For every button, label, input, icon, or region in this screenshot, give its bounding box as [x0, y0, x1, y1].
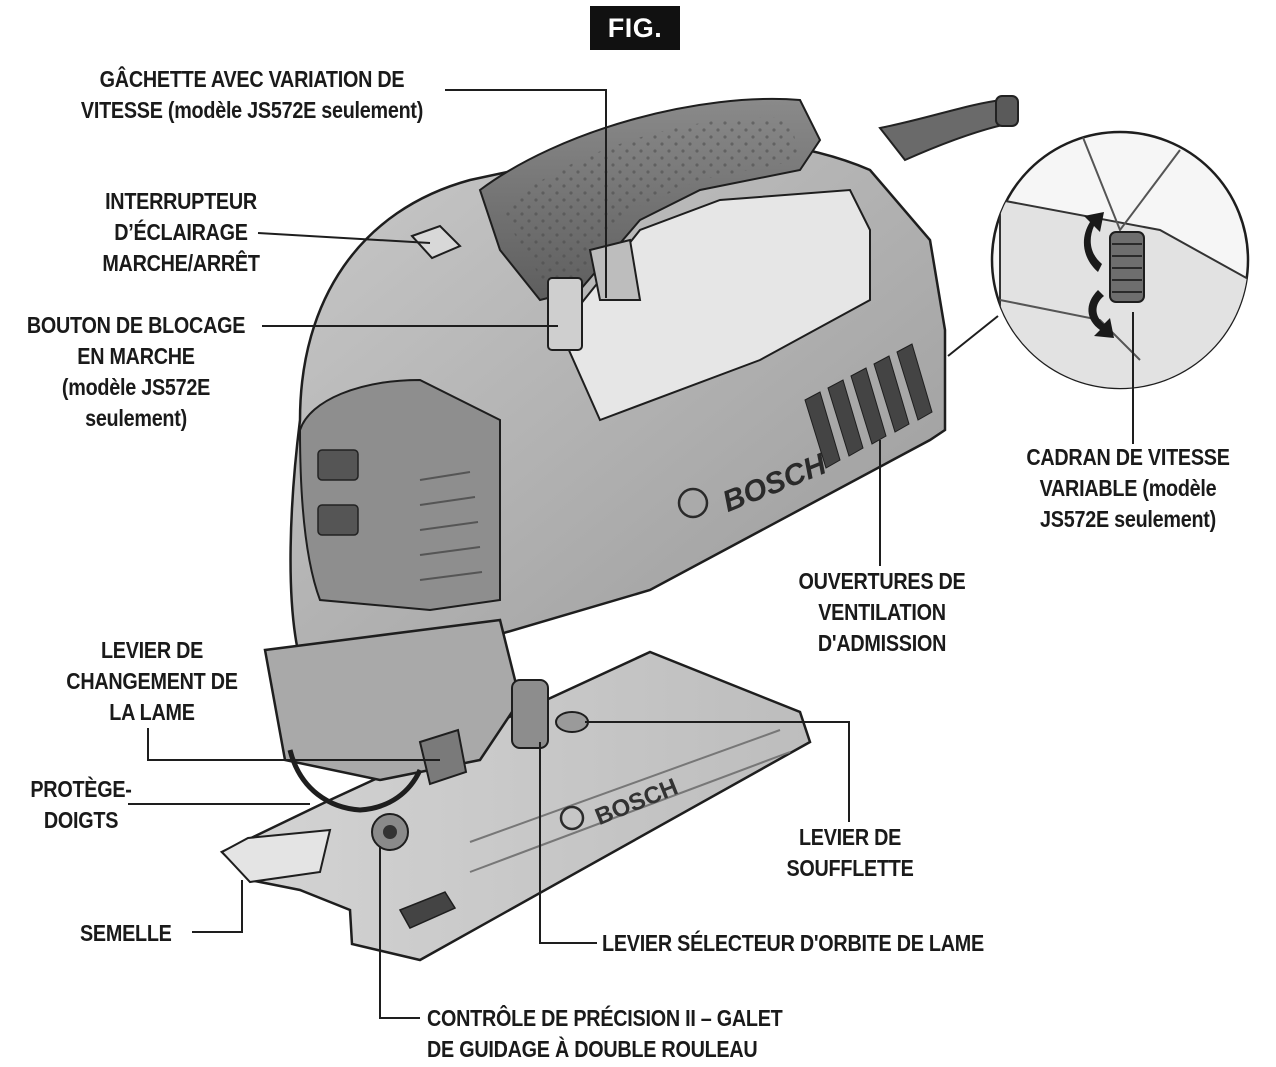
label-vents: OUVERTURES DE VENTILATION D'ADMISSION [784, 566, 980, 659]
front-housing-panel [298, 378, 501, 612]
label-lock-button-line-1: BOUTON DE BLOCAGE [26, 312, 246, 338]
label-finger-guard: PROTÈGE- DOIGTS [20, 774, 142, 836]
lock-on-button [547, 277, 583, 351]
shoe-rail [469, 729, 781, 843]
label-blower-lever-line-2: SOUFFLETTE [786, 855, 914, 881]
label-speed-dial-line-2: VARIABLE (modèle [1039, 475, 1217, 501]
label-vents-line-1: OUVERTURES DE [798, 568, 966, 594]
leader-trigger [445, 89, 607, 298]
roller-guide-inner [383, 825, 397, 839]
front-vent-1 [317, 449, 359, 481]
orbit-selector-lever [511, 679, 549, 749]
label-shoe-line-1: SEMELLE [80, 920, 172, 946]
speed-dial-zoom-inset [947, 130, 1250, 390]
label-speed-dial: CADRAN DE VITESSE VARIABLE (modèle JS572… [1009, 442, 1246, 535]
intake-vent-slots [804, 343, 933, 469]
handle-opening [558, 188, 871, 422]
handle-grip-texture [500, 117, 800, 285]
label-vents-line-2: VENTILATION [818, 599, 946, 625]
label-light-switch-line-2: D’ÉCLAIRAGE [114, 219, 248, 245]
lower-gear-housing [263, 618, 522, 782]
label-blade-lever-line-3: LA LAME [109, 699, 195, 725]
label-speed-dial-line-1: CADRAN DE VITESSE [1026, 444, 1230, 470]
leader-blower [585, 721, 850, 822]
label-light-switch-line-3: MARCHE/ARRÊT [102, 250, 260, 276]
label-light-switch: INTERRUPTEUR D’ÉCLAIRAGE MARCHE/ARRÊT [86, 186, 277, 279]
shoe-front-tip [220, 828, 332, 884]
label-trigger-line-1: GÂCHETTE AVEC VARIATION DE [99, 66, 405, 92]
label-blade-lever-line-1: LEVIER DE [100, 637, 204, 663]
body-ribs [419, 471, 483, 581]
trigger [588, 238, 642, 301]
finger-guard [287, 749, 423, 813]
light-switch [410, 224, 462, 260]
figure-label: FIG. 1a [590, 6, 680, 87]
label-orbit-lever-line-1: LEVIER SÉLECTEUR D'ORBITE DE LAME [602, 930, 984, 956]
label-lock-button-line-4: seulement) [85, 405, 187, 431]
label-precision-line-2: DE GUIDAGE À DOUBLE ROULEAU [427, 1036, 758, 1062]
label-finger-guard-line-2: DOIGTS [43, 807, 119, 833]
label-speed-dial-line-3: JS572E seulement) [1040, 506, 1216, 532]
blade-change-lever [418, 728, 468, 786]
label-blade-lever: LEVIER DE CHANGEMENT DE LA LAME [52, 635, 252, 728]
body-logo-emblem [677, 487, 709, 519]
blower-lever [555, 711, 589, 733]
label-trigger-line-2: VITESSE (modèle JS572E seulement) [80, 97, 424, 123]
label-shoe: SEMELLE [80, 918, 172, 949]
base-logo-emblem [559, 805, 585, 831]
label-blower-lever: LEVIER DE SOUFFLETTE [773, 822, 928, 884]
label-finger-guard-line-1: PROTÈGE- [30, 776, 132, 802]
label-lock-button: BOUTON DE BLOCAGE EN MARCHE (modèle JS57… [19, 310, 253, 434]
label-vents-line-3: D'ADMISSION [817, 630, 947, 656]
label-precision-line-1: CONTRÔLE DE PRÉCISION II – GALET [427, 1005, 783, 1031]
label-lock-button-line-3: (modèle JS572E [61, 374, 211, 400]
shoe-rail-2 [469, 751, 791, 873]
front-vent-2 [317, 504, 359, 536]
shoe-rear-slot [398, 891, 457, 929]
leader-lines [128, 89, 1134, 1019]
label-blower-lever-line-1: LEVIER DE [798, 824, 902, 850]
leader-precision [379, 846, 420, 1019]
label-trigger: GÂCHETTE AVEC VARIATION DE VITESSE (modè… [52, 64, 451, 126]
label-blade-lever-line-2: CHANGEMENT DE [66, 668, 238, 694]
label-light-switch-line-1: INTERRUPTEUR [105, 188, 257, 214]
leader-shoe [192, 880, 243, 933]
leader-light-switch [257, 232, 431, 244]
dial-arrow-up [1083, 212, 1104, 272]
cord-end [995, 95, 1019, 127]
label-precision: CONTRÔLE DE PRÉCISION II – GALET DE GUID… [427, 1003, 783, 1065]
leader-orbit [539, 742, 597, 944]
label-orbit-lever: LEVIER SÉLECTEUR D'ORBITE DE LAME [602, 928, 984, 959]
leader-blade-lever [147, 728, 440, 761]
label-lock-button-line-2: EN MARCHE [77, 343, 195, 369]
dial-arrow-down [1088, 290, 1114, 338]
